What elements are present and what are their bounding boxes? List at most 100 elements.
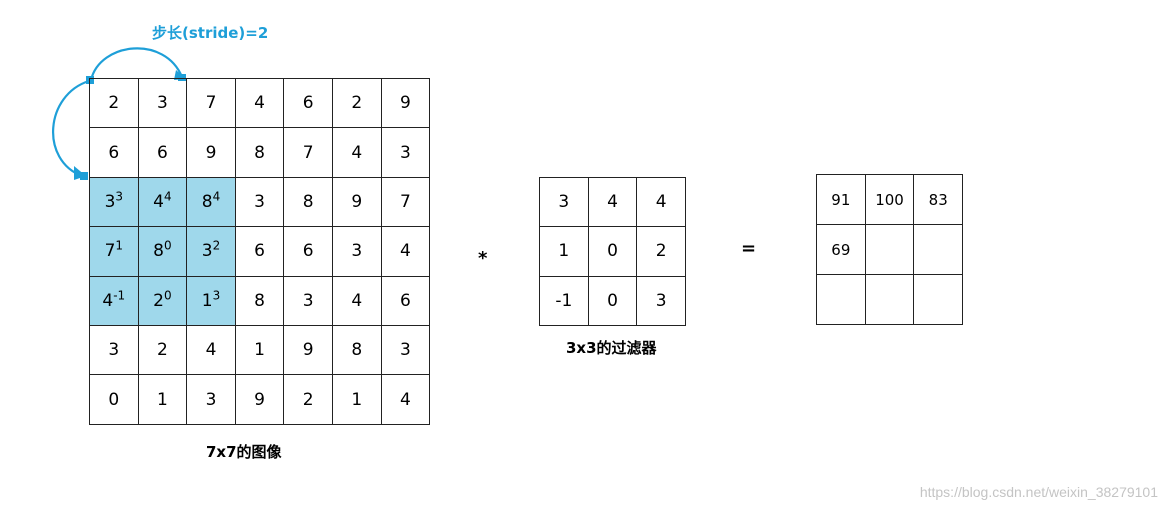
image-cell: 2 [89,77,139,129]
filter-value: 4 [607,192,618,213]
arrow-head-down [74,166,86,180]
image-value: 3 [302,290,314,311]
output-cell: 83 [913,174,964,225]
image-cell: 2 [331,77,382,129]
output-cell: 69 [816,224,866,275]
image-value: 8 [153,241,164,262]
filter-weight-superscript: 0 [163,238,172,253]
image-value: 4 [399,241,411,262]
arrow-head-right [174,70,186,80]
image-cell: 4 [234,77,285,129]
output-value: 83 [928,190,948,209]
image-value: 8 [254,142,265,163]
image-value: 8 [254,290,265,311]
image-value: 3 [399,142,411,163]
image-value: 7 [205,93,217,114]
image-cell: 8 [331,324,382,376]
image-caption: 7x7的图像 [206,443,282,461]
image-cell: 33 [89,176,139,228]
filter-weight-superscript: -1 [113,288,126,303]
image-value: 6 [302,241,314,262]
image-value: 8 [201,191,213,212]
image-cell: 7 [186,77,236,129]
filter-weight-superscript: 0 [163,288,172,303]
image-cell: 9 [380,77,431,129]
image-cell: 4 [331,275,382,326]
image-value: 3 [351,241,363,262]
image-value: 9 [205,142,217,163]
stride-arrow-vertical [51,79,91,178]
watermark-url: https://blog.csdn.net/weixin_38279101 [919,484,1158,500]
image-value: 1 [254,340,265,361]
image-cell: 4 [380,226,431,277]
image-value: 9 [302,340,314,361]
image-value: 1 [201,290,213,311]
image-cell: 0 [89,374,139,425]
output-value: 100 [875,190,904,209]
image-value: 4 [102,290,114,311]
image-cell: 7 [283,127,333,178]
image-value: 3 [108,340,120,361]
image-cell: 4 [186,324,236,376]
image-cell: 1 [331,374,382,425]
image-cell: 4-1 [89,275,139,326]
filter-cell: 1 [539,226,589,277]
image-cell: 6 [283,77,333,129]
image-cell: 3 [380,127,431,178]
image-value: 2 [108,93,120,114]
image-value: 3 [254,191,265,212]
filter-weight-superscript: 4 [212,189,221,204]
image-cell: 9 [234,374,285,425]
image-cell: 32 [186,226,236,277]
image-value: 4 [399,389,411,410]
filter-value: 0 [607,241,618,262]
output-cell: 91 [816,174,866,225]
image-value: 3 [399,340,411,361]
filter-value: 1 [558,241,570,262]
filter-cell: 0 [587,275,638,326]
filter-cell: 3 [636,275,687,326]
image-cell: 4 [380,374,431,425]
filter-weight-superscript: 2 [212,238,221,253]
image-cell: 9 [331,176,382,228]
convolution-operator: * [478,248,488,269]
image-value: 4 [153,191,164,212]
image-value: 6 [156,142,168,163]
image-value: 7 [104,241,116,262]
filter-cell: 2 [636,226,687,277]
output-row: 69 [816,224,964,275]
image-value: 6 [254,241,265,262]
output-cell [913,274,964,325]
filter-value: 3 [655,290,667,311]
image-value: 6 [108,142,120,163]
filter-cell: -1 [539,275,589,326]
image-cell: 4 [331,127,382,178]
image-value: 2 [153,290,164,311]
stride-arrow-horizontal [89,47,184,82]
image-value: 9 [254,389,265,410]
filter-cell: 4 [636,176,687,228]
image-cell: 3 [380,324,431,376]
image-cell: 71 [89,226,139,277]
image-cell: 1 [234,324,285,376]
image-cell: 3 [283,275,333,326]
image-value: 3 [104,191,116,212]
output-cell [864,224,915,275]
image-row: 71 80 32 6 6 3 4 [89,226,431,277]
image-value: 3 [205,389,217,410]
image-value: 4 [351,142,363,163]
filter-weight-superscript: 3 [115,189,124,204]
filter-cell: 3 [539,176,589,228]
image-cell: 2 [283,374,333,425]
filter-weight-superscript: 3 [212,288,221,303]
output-value: 91 [831,190,851,209]
image-cell: 6 [380,275,431,326]
output-matrix: 91 100 83 69 [816,174,964,325]
image-value: 7 [399,191,411,212]
equals-operator: = [741,238,757,259]
